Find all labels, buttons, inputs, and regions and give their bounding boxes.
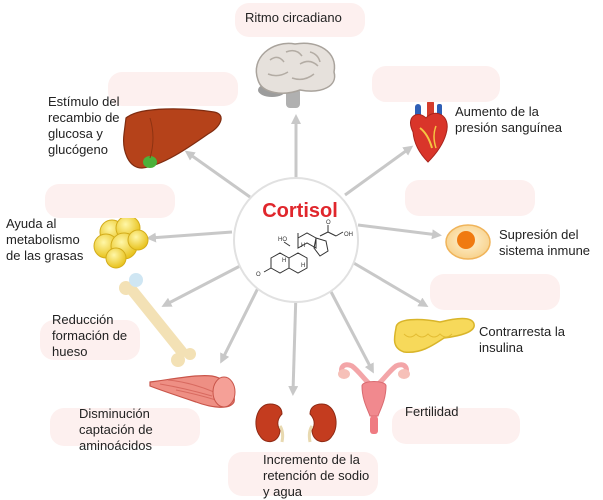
- bone-icon: [119, 273, 196, 367]
- label-sodium: Incremento de la retención de sodio y ag…: [263, 452, 370, 499]
- uterus-icon: [338, 362, 410, 434]
- molecule-labels: HO OH O H H H O: [256, 220, 353, 278]
- label-bg-circadian: [235, 3, 365, 37]
- label-bg-fertility: [392, 408, 520, 444]
- label-bg-sodium: [228, 452, 378, 496]
- molecule-label-h3: H: [301, 263, 305, 269]
- arrow-fat: [146, 230, 233, 243]
- label-fat: Ayuda al metabolismo de las grasas: [6, 216, 84, 263]
- molecule-label-h1: H: [301, 243, 305, 249]
- muscle-icon: [149, 375, 236, 408]
- arrow-immune: [357, 223, 442, 240]
- molecule-label-oh: OH: [344, 232, 353, 238]
- label-immune: Supresión del sistema inmune: [499, 227, 591, 258]
- arrow-fertility: [326, 285, 374, 374]
- immune-cell-icon: [445, 224, 491, 260]
- label-circadian: Ritmo circadiano: [245, 10, 342, 25]
- label-bone: Reducción formación de hueso: [52, 312, 128, 359]
- arrow-insulin: [351, 260, 429, 308]
- arrow-glucose: [184, 150, 251, 199]
- liver-icon: [123, 108, 222, 169]
- arrow-amino: [220, 279, 264, 364]
- label-bg-insulin: [430, 274, 560, 310]
- arrow-bone: [161, 264, 241, 307]
- center-title: Cortisol: [262, 200, 338, 222]
- brain-icon: [255, 42, 336, 108]
- label-fertility: Fertilidad: [405, 404, 459, 419]
- arrow-sodium: [288, 291, 299, 396]
- center-circle: [233, 177, 359, 303]
- label-bg-pressure: [372, 66, 500, 102]
- molecule-label-o-top: O: [326, 220, 331, 226]
- label-amino: Disminución captación de aminoácidos: [79, 406, 153, 453]
- kidneys-icon: [255, 403, 337, 443]
- fat-cells-icon: [93, 215, 149, 269]
- label-insulin: Contrarresta la insulina: [479, 324, 565, 355]
- label-glucose: Estímulo del recambio de glucosa y glucó…: [48, 94, 120, 157]
- label-bg-bone: [40, 320, 140, 360]
- label-bg-glucose: [108, 72, 238, 106]
- molecule-label-o-bottom: O: [256, 272, 261, 278]
- arrow-pressure: [344, 145, 414, 197]
- pancreas-icon: [393, 317, 475, 354]
- molecule-label-ho: HO: [278, 237, 287, 243]
- label-bg-immune: [405, 180, 535, 216]
- label-bg-amino: [50, 408, 200, 446]
- heart-icon: [410, 100, 448, 163]
- arrows: [146, 114, 442, 396]
- molecule-label-h2: H: [282, 258, 286, 264]
- cortisol-molecule-icon: [263, 225, 344, 274]
- label-pressure: Aumento de la presión sanguínea: [455, 104, 562, 135]
- label-bg-fat: [45, 184, 175, 218]
